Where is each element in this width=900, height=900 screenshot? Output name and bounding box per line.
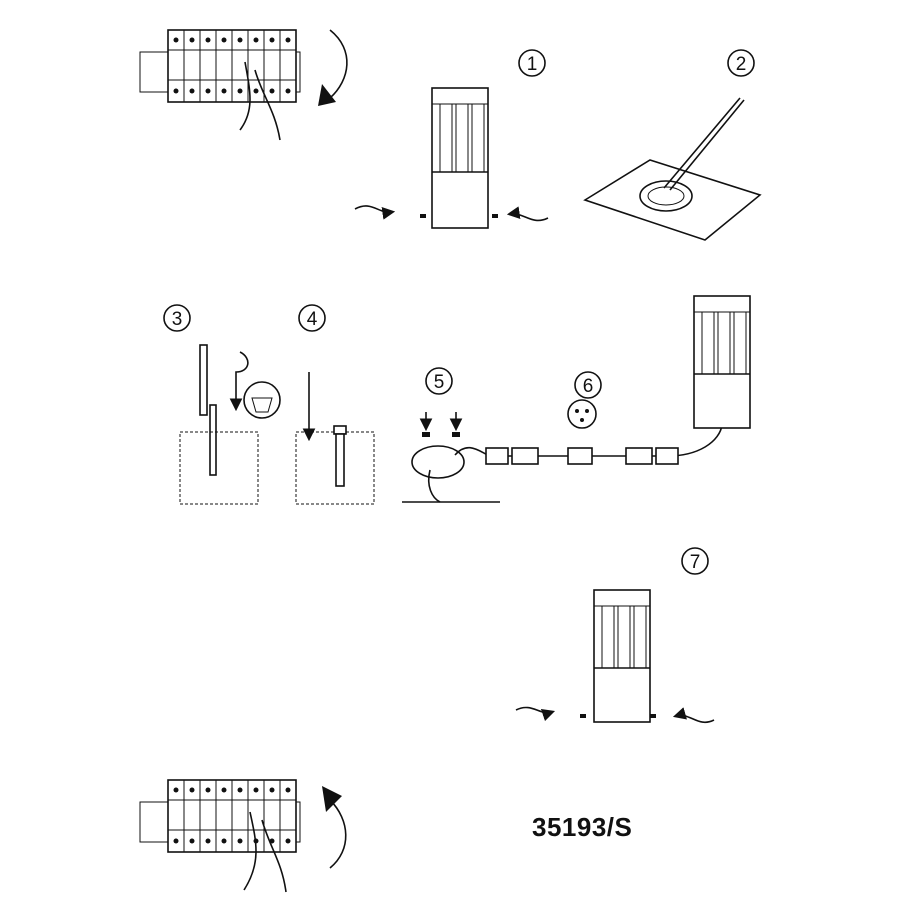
step-badge-5: 5 bbox=[425, 367, 453, 395]
step-4-anchor bbox=[295, 372, 375, 505]
step-badge-2: 2 bbox=[727, 49, 755, 77]
step-badge-6: 6 bbox=[574, 371, 602, 399]
step-badge-3: 3 bbox=[163, 304, 191, 332]
step-number: 1 bbox=[527, 54, 538, 75]
step-6-wiring bbox=[454, 399, 723, 465]
model-number: 35193/S bbox=[532, 812, 633, 842]
step-7-lamp bbox=[515, 589, 715, 723]
breaker-panel-top bbox=[139, 29, 301, 141]
step-number: 2 bbox=[736, 54, 747, 75]
step-number: 7 bbox=[690, 552, 701, 573]
step-number: 6 bbox=[583, 376, 594, 397]
step-number: 3 bbox=[172, 309, 183, 330]
step-1-lamp bbox=[354, 87, 549, 229]
rotate-arrow-on bbox=[322, 786, 347, 869]
step-6-lamp bbox=[693, 295, 751, 429]
step-3-drilling bbox=[179, 344, 281, 505]
step-2-marking bbox=[583, 97, 762, 241]
rotate-arrow-off bbox=[318, 29, 348, 106]
step-badge-4: 4 bbox=[298, 304, 326, 332]
step-number: 4 bbox=[307, 309, 318, 330]
step-number: 5 bbox=[434, 372, 445, 393]
step-5-base-fixing bbox=[402, 412, 500, 503]
breaker-panel-bottom bbox=[139, 779, 301, 893]
step-badge-1: 1 bbox=[518, 49, 546, 77]
step-badge-7: 7 bbox=[681, 547, 709, 575]
